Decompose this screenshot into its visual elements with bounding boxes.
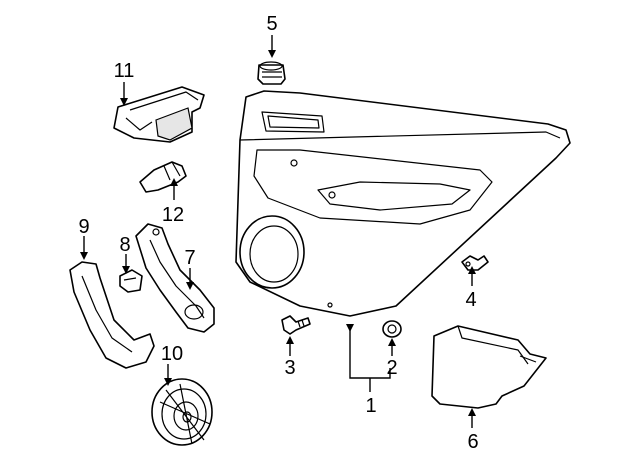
bulb-part-12 — [139, 161, 187, 193]
pull-handle-part-9 — [69, 261, 155, 369]
clip-part-4 — [461, 255, 489, 271]
speaker-part-10 — [151, 378, 213, 446]
callout-1: 1 — [365, 395, 376, 417]
clip-part-5 — [257, 61, 286, 85]
callout-2: 2 — [386, 357, 397, 379]
callout-6: 6 — [467, 431, 478, 453]
leader-line-1 — [346, 324, 391, 379]
bracket-part-7 — [135, 223, 215, 333]
callout-9: 9 — [78, 216, 89, 238]
handle-housing-part-11 — [113, 86, 205, 143]
callout-7: 7 — [184, 247, 195, 269]
insulator-part-6 — [431, 325, 547, 409]
screw-part-3 — [281, 315, 311, 335]
callout-12: 12 — [162, 204, 184, 226]
callout-8: 8 — [119, 234, 130, 256]
callout-11: 11 — [114, 60, 135, 82]
retainer-part-8 — [119, 269, 143, 293]
callout-10: 10 — [161, 343, 183, 365]
grommet-part-2 — [382, 320, 402, 338]
callout-5: 5 — [266, 13, 277, 35]
callout-4: 4 — [465, 289, 476, 311]
callout-3: 3 — [284, 357, 295, 379]
door-trim-panel — [235, 90, 571, 317]
